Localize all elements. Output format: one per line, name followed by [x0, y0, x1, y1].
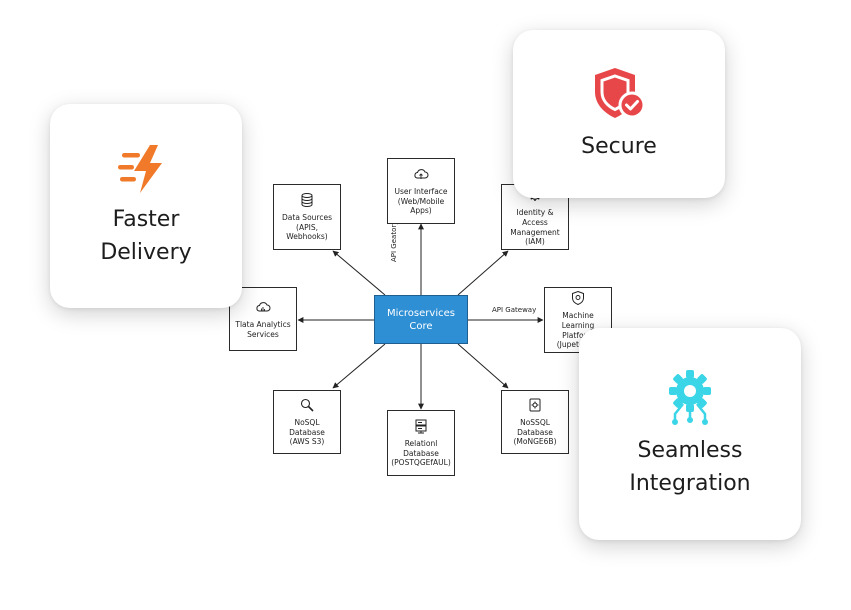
magnifier-icon [300, 398, 314, 412]
lightning-icon [118, 145, 162, 193]
node-label-line: (Jupeter, Te [556, 340, 600, 350]
seamless-integration-card: Seamless Integration [579, 328, 801, 540]
node-label-line: Data Sources [282, 212, 332, 222]
card-title-line: Delivery [100, 240, 192, 265]
gear-network-icon [669, 370, 711, 425]
secure-card: Secure [513, 30, 725, 198]
relational-database-node: Relationl Database (POSTQGEfAUL) [387, 410, 455, 476]
settings-doc-icon [529, 398, 541, 412]
connector-datasources [332, 250, 386, 296]
connector-nosql-mongo [457, 343, 509, 389]
node-label-line: Machine Learning [561, 311, 595, 330]
node-label-line: (APIS, Webhooks) [286, 222, 328, 242]
nosql-database-mongo-node: NoSSQL Database (MoNGE6B) [501, 390, 569, 454]
card-title-line: Seamless [637, 438, 743, 463]
node-label-line: NoSQL Database [289, 417, 325, 437]
node-label-line: (Web/Mobile Apps) [397, 196, 445, 216]
node-label-line: User Interface [394, 186, 448, 196]
data-sources-node: Data Sources (APIS, Webhooks) [273, 184, 341, 250]
faster-delivery-card: Faster Delivery [50, 104, 242, 308]
node-label-line: (MoNGE6B) [513, 437, 557, 447]
core-line-2: Core [409, 320, 433, 332]
cloud-icon [256, 301, 271, 312]
node-label-line: Identity & Access [516, 208, 554, 227]
node-label-line: (POSTQGEfAUL) [391, 458, 451, 468]
card-title-line: Faster [112, 207, 180, 232]
node-label-line: (IAM) [525, 237, 545, 247]
connector-iam [457, 250, 509, 296]
database-icon [301, 192, 313, 207]
api-gateway-horizontal-label: API Gateway [492, 306, 537, 314]
microservices-core-node: Microservices Core [374, 295, 468, 344]
card-title-line: Secure [581, 133, 657, 159]
server-icon [415, 419, 427, 434]
nosql-database-s3-node: NoSQL Database (AWS S3) [273, 390, 341, 454]
node-label-line: Tlata Analytics [235, 319, 291, 329]
api-gateway-vertical-label: API Geatory [390, 220, 398, 262]
shield-check-icon [595, 67, 646, 118]
node-label-line: Management [510, 227, 560, 237]
card-title-line: Integration [629, 471, 751, 496]
user-interface-node: User Interface (Web/Mobile Apps) [387, 158, 455, 224]
connector-nosql-s3 [332, 343, 386, 389]
cloud-icon [414, 169, 429, 179]
core-line-1: Microservices [387, 307, 455, 319]
node-label-line: Relationl Database [403, 438, 439, 458]
node-label-line: (AWS S3) [289, 437, 325, 447]
shield-icon [572, 290, 584, 306]
node-label-line: Platform [562, 330, 594, 340]
node-label-line: NoSSQL Database [517, 417, 553, 437]
data-analytics-node: Tlata Analytics Services [229, 287, 297, 351]
node-label-line: Services [247, 329, 279, 339]
